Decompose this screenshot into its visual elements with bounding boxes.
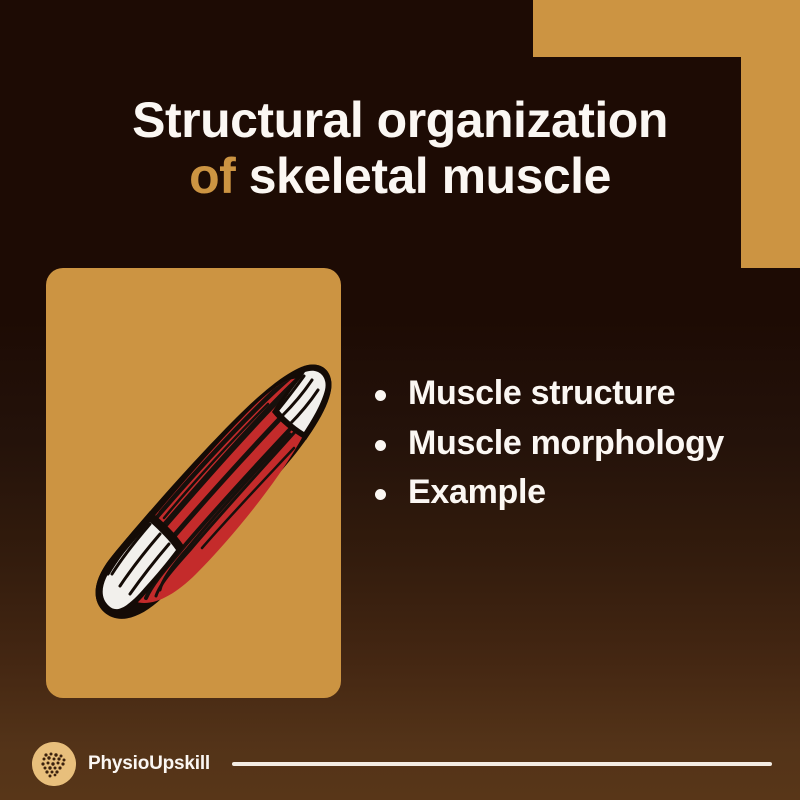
footer-divider xyxy=(232,762,772,766)
tendon-upper xyxy=(276,370,326,432)
muscle-illustration-icon xyxy=(95,364,332,619)
list-item: Muscle morphology xyxy=(375,422,785,466)
title-accent-word: of xyxy=(189,148,236,204)
bullet-label: Muscle structure xyxy=(408,374,676,412)
brand-logo-icon xyxy=(32,742,76,786)
title-line-2: of skeletal muscle xyxy=(0,148,800,204)
page-title: Structural organization of skeletal musc… xyxy=(0,92,800,204)
bullet-label: Muscle morphology xyxy=(408,423,725,462)
title-line-1: Structural organization xyxy=(132,92,668,148)
bullet-dot-icon xyxy=(375,390,386,401)
tendon-lower xyxy=(102,522,176,610)
accent-strip-right xyxy=(741,57,800,268)
muscle-fiber-striations xyxy=(117,378,310,600)
list-item: Example xyxy=(375,471,785,515)
illustration-card xyxy=(46,268,341,698)
list-item: Muscle structure xyxy=(375,372,785,416)
bullet-label: Example xyxy=(408,473,546,512)
bullet-dot-icon xyxy=(375,439,386,451)
title-line-2-rest: skeletal muscle xyxy=(235,148,612,204)
bullet-dot-icon xyxy=(375,489,386,501)
tendon-lower-striations xyxy=(106,522,171,596)
brand-name: PhysioUpskill xyxy=(88,753,210,774)
tendon-upper-striations xyxy=(276,374,320,427)
bullet-list: Muscle structure Muscle morphology Examp… xyxy=(375,372,785,521)
footer-bar: PhysioUpskill xyxy=(0,728,800,800)
accent-band-top-right xyxy=(533,0,800,57)
